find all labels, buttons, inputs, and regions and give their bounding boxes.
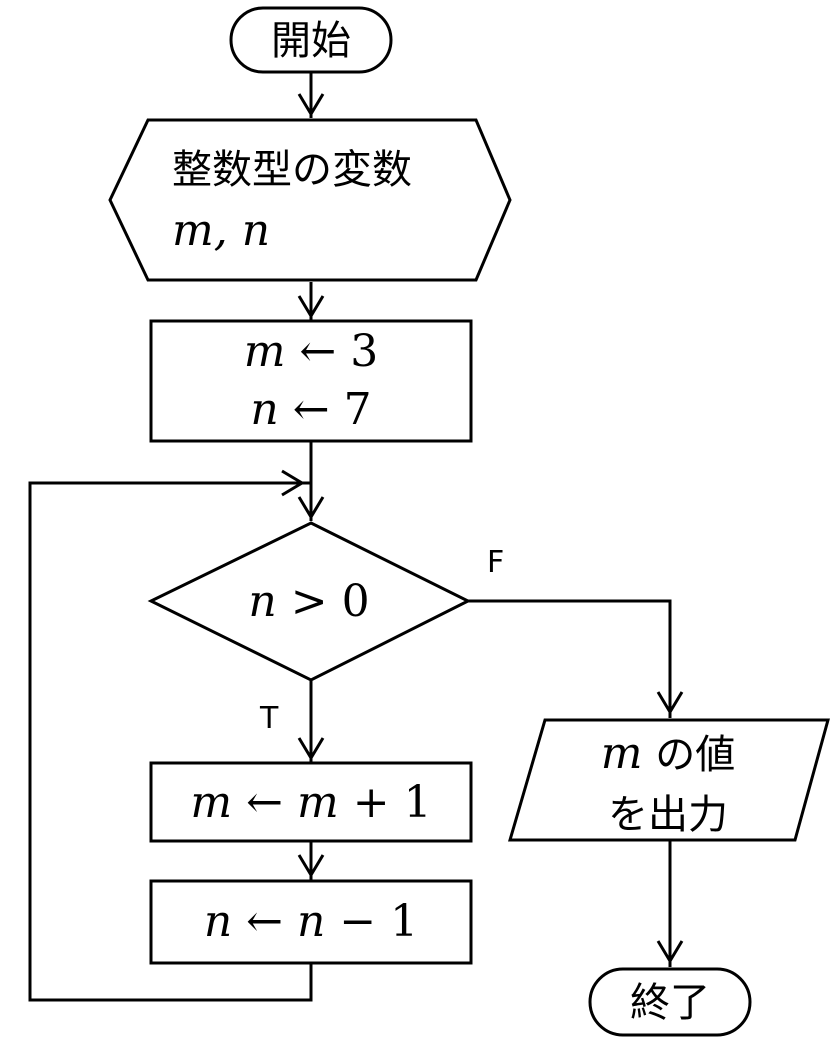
end-terminal: 終了	[588, 967, 752, 1037]
arrowhead-condition-true	[297, 737, 325, 761]
output-line2: を出力	[608, 792, 728, 838]
connector-condition-false	[468, 599, 672, 718]
loop-back-line	[28, 481, 313, 1002]
arrowhead-init-condition	[297, 496, 325, 520]
init-process-box: m ← 3 n ← 7	[149, 319, 473, 443]
arrowhead-condition-false	[656, 691, 684, 715]
decrement-n-text: n ← n − 1	[204, 896, 418, 947]
arrowhead-output-end	[656, 940, 684, 964]
condition-text: n > 0	[248, 576, 369, 627]
declaration-text: 整数型の変数	[172, 147, 412, 193]
false-branch-label: F	[487, 545, 504, 580]
connectors	[28, 72, 684, 1002]
output-parallelogram: m の値 を出力	[508, 718, 830, 842]
end-label: 終了	[630, 980, 710, 1026]
start-label: 開始	[271, 18, 351, 64]
increment-m-text: m ← m + 1	[190, 777, 431, 828]
arrowhead-start-declare	[297, 93, 325, 117]
init-n-assignment: n ← 7	[250, 384, 371, 435]
arrowhead-loop-back	[281, 469, 305, 497]
arrowhead-increment-decrement	[297, 854, 325, 878]
init-m-assignment: m ← 3	[244, 326, 379, 377]
increment-m-box: m ← m + 1	[149, 761, 473, 843]
declaration-box: 整数型の変数 m, n	[108, 118, 512, 282]
condition-diamond: n > 0	[147, 521, 472, 682]
decrement-n-box: n ← n − 1	[149, 879, 473, 965]
arrowhead-declare-init	[297, 295, 325, 319]
declaration-variables: m, n	[172, 205, 270, 256]
output-line1: m の値	[601, 728, 735, 779]
true-branch-label: T	[259, 701, 279, 736]
start-terminal: 開始	[229, 6, 393, 74]
